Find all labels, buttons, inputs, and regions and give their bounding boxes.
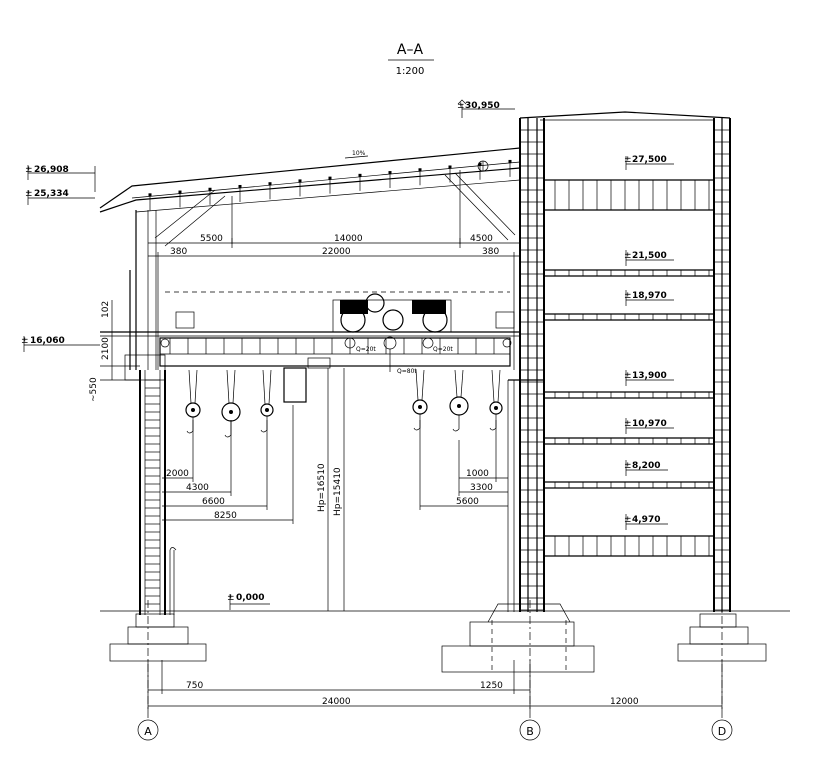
elevation-27500: 27,500 ± bbox=[624, 155, 674, 170]
dim-2100: 2100 bbox=[101, 337, 111, 360]
elevation-25334: 25,334 ± bbox=[25, 189, 95, 205]
elevation-pm-13900: ± bbox=[624, 371, 632, 381]
elevation-label-25334: 25,334 bbox=[34, 189, 69, 199]
axis-label-a: A bbox=[144, 725, 152, 738]
dim-8250: 8250 bbox=[214, 511, 237, 521]
roof-slope-label: 10% bbox=[352, 150, 366, 157]
dimensions-hooks-left: 2000 4300 6600 8250 bbox=[162, 405, 294, 524]
building-axis-b bbox=[507, 111, 731, 612]
axis-label-b: B bbox=[526, 725, 534, 738]
elevation-label-0000: 0,000 bbox=[236, 593, 264, 603]
elevation-13900: 13,900 ± bbox=[624, 370, 674, 386]
dim-2000: 2000 bbox=[166, 469, 189, 479]
elevation-0000: 0,000 ± bbox=[227, 593, 270, 610]
dim-4500: 4500 bbox=[470, 234, 493, 244]
elevation-26908: 26,908 ± bbox=[25, 165, 95, 180]
dim-750: 750 bbox=[186, 681, 203, 691]
axis-label-d: D bbox=[718, 725, 726, 738]
elevation-pm-0000: ± bbox=[227, 593, 235, 603]
elevation-label-26908: 26,908 bbox=[34, 165, 69, 175]
elevation-pm-30950: ± bbox=[457, 101, 465, 111]
roof-truss: 10% bbox=[94, 147, 521, 247]
dim-1000: 1000 bbox=[466, 469, 489, 479]
elevation-pm-4970: ± bbox=[624, 515, 632, 525]
section-label: A–A bbox=[397, 42, 424, 58]
elevation-pm-26908: ± bbox=[25, 165, 33, 175]
roof-purlins bbox=[148, 159, 512, 211]
crane-trolley: Q=20t Q=80t Q=20t bbox=[160, 293, 515, 375]
dim-380-left: 380 bbox=[170, 247, 187, 257]
elevation-label-27500: 27,500 bbox=[632, 155, 667, 165]
elevation-label-16060: 16,060 bbox=[30, 336, 65, 346]
elevation-8200: 8,200 ± bbox=[624, 460, 668, 476]
dimensions-bottom: 750 1250 24000 12000 bbox=[147, 660, 723, 712]
dimensions-hook-heights: Hp=16510 Hp=15410 bbox=[317, 368, 345, 611]
column-axis-a bbox=[124, 210, 177, 615]
elevation-30950: 30,950 ± bbox=[457, 99, 515, 118]
column-ladder bbox=[145, 379, 160, 605]
elevation-label-21500: 21,500 bbox=[632, 251, 667, 261]
elevation-label-4970: 4,970 bbox=[632, 515, 660, 525]
crane-q80: Q=80t bbox=[397, 368, 417, 375]
elevation-4970: 4,970 ± bbox=[624, 514, 668, 530]
elevation-label-10970: 10,970 bbox=[632, 419, 667, 429]
elevation-10970: 10,970 ± bbox=[624, 418, 674, 434]
elevation-label-13900: 13,900 bbox=[632, 371, 667, 381]
dim-24000: 24000 bbox=[322, 697, 351, 707]
elevation-pm-27500: ± bbox=[624, 155, 632, 165]
elevation-18970: 18,970 ± bbox=[624, 290, 674, 306]
elevation-label-18970: 18,970 bbox=[632, 291, 667, 301]
section-title: A–A 1:200 bbox=[388, 42, 434, 77]
elevation-pm-16060: ± bbox=[21, 336, 29, 346]
dim-3300: 3300 bbox=[470, 483, 493, 493]
elevation-16060: 16,060 ± bbox=[21, 336, 100, 352]
dim-22000: 22000 bbox=[322, 247, 351, 257]
elevation-pm-25334: ± bbox=[25, 189, 33, 199]
dimensions-left: 102 2100 ~550 bbox=[89, 300, 140, 402]
crane-bay bbox=[100, 252, 520, 403]
dim-380-right: 380 bbox=[482, 247, 499, 257]
elevation-21500: 21,500 ± bbox=[624, 250, 674, 266]
dim-550: ~550 bbox=[89, 377, 99, 402]
elevation-label-30950: 30,950 bbox=[465, 101, 500, 111]
building-column-ticks bbox=[520, 129, 730, 611]
crane-bridge-ticks bbox=[169, 338, 495, 354]
dimensions-hooks-right: 1000 3300 5600 bbox=[419, 420, 508, 510]
axis-a: A bbox=[137, 600, 159, 741]
elevation-pm-18970: ± bbox=[624, 291, 632, 301]
dim-14000: 14000 bbox=[334, 234, 363, 244]
building-floors bbox=[544, 179, 714, 557]
dim-5500: 5500 bbox=[200, 234, 223, 244]
elevation-pm-21500: ± bbox=[624, 251, 632, 261]
scale-label: 1:200 bbox=[396, 66, 425, 77]
dim-hp15410: Hp=15410 bbox=[333, 467, 343, 516]
foundation-b bbox=[441, 603, 595, 673]
foundation-a bbox=[109, 613, 207, 662]
dim-102: 102 bbox=[101, 301, 111, 318]
dim-4300: 4300 bbox=[186, 483, 209, 493]
axis-d: D bbox=[711, 600, 733, 741]
dim-6600: 6600 bbox=[202, 497, 225, 507]
elevation-label-8200: 8,200 bbox=[632, 461, 660, 471]
crane-q20-right: Q=20t bbox=[433, 346, 453, 353]
elevation-pm-10970: ± bbox=[624, 419, 632, 429]
dim-12000: 12000 bbox=[610, 697, 639, 707]
elevation-pm-8200: ± bbox=[624, 461, 632, 471]
dim-5600: 5600 bbox=[456, 497, 479, 507]
crane-q20-left: Q=20t bbox=[356, 346, 376, 353]
dim-hp16510: Hp=16510 bbox=[317, 463, 327, 512]
dimensions-top: 5500 14000 4500 380 22000 380 bbox=[148, 234, 520, 257]
dim-1250: 1250 bbox=[480, 681, 503, 691]
axis-b: B bbox=[519, 600, 541, 741]
